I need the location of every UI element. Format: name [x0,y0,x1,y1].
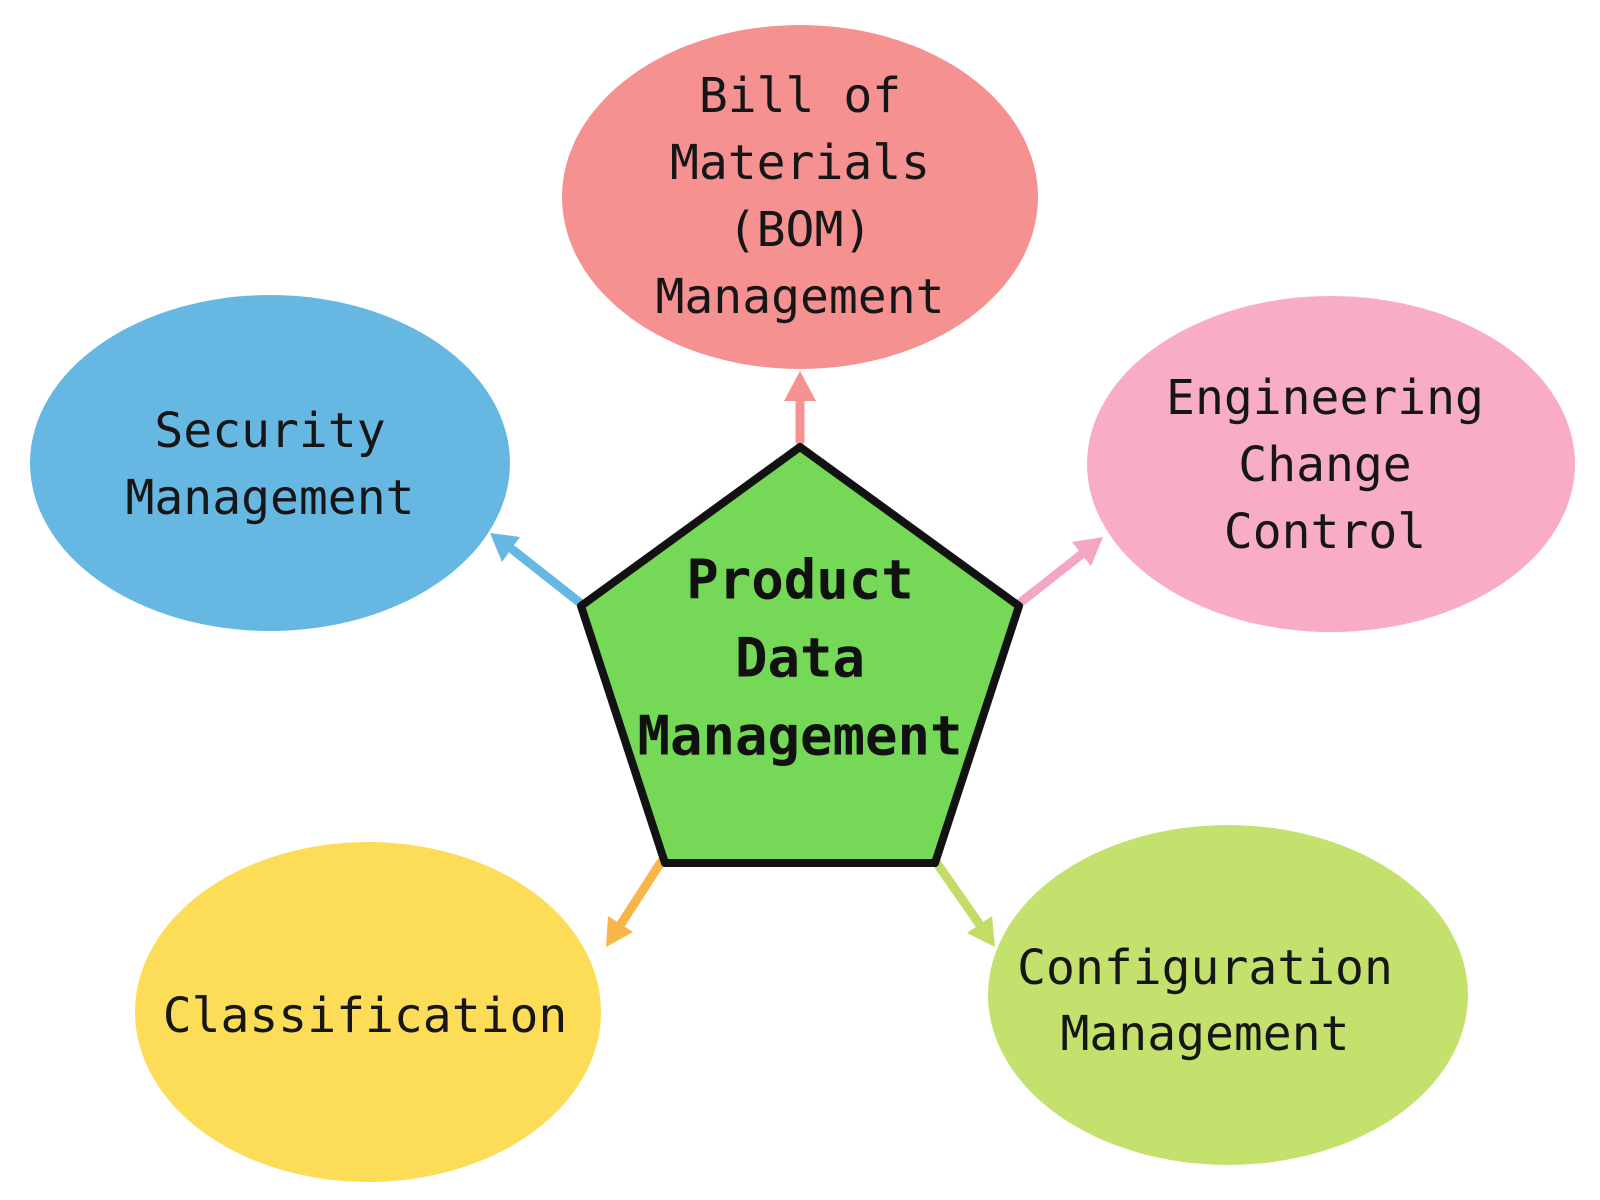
classification-ellipse [135,842,601,1182]
arrow-to-engineering-head [1072,537,1103,566]
arrow-to-engineering-shaft [1016,549,1087,607]
arrow-to-bom [784,371,816,446]
bom-label-line-1: Bill of [699,68,901,124]
arrow-to-configuration-shaft [931,857,985,930]
node-classification: Classification [135,842,601,1182]
security-ellipse [30,295,510,631]
arrow-to-security-shaft [508,545,584,607]
bom-label-line-2: Materials [670,135,930,191]
center-node-product-data-management: Product Data Management [577,443,1023,867]
arrow-to-engineering-change-control [1016,537,1103,607]
node-security-management: Security Management [30,295,510,631]
engineering-label-line-1: Engineering [1166,370,1484,426]
center-label-line-3: Management [637,705,962,768]
security-label-line-1: Security [154,403,385,459]
node-configuration-management: Configuration Management [988,825,1468,1165]
center-label-line-2: Data [735,627,865,690]
engineering-label-line-2: Change [1238,437,1411,493]
node-engineering-change-control: Engineering Change Control [1087,296,1575,632]
arrow-to-classification-shaft [616,857,666,929]
bom-label-line-4: Management [656,269,945,325]
center-pentagon [577,443,1023,867]
configuration-label-line-2: Management [1061,1006,1350,1062]
configuration-label-line-1: Configuration [1017,940,1393,996]
arrow-to-configuration-management [931,857,995,947]
engineering-ellipse [1087,296,1575,632]
arrow-to-security-management [490,533,584,607]
bom-ellipse [562,25,1038,369]
bom-label-line-3: (BOM) [728,202,873,258]
engineering-label-line-3: Control [1224,504,1426,560]
classification-label-line-1: Classification [163,988,568,1044]
node-bom-management: Bill of Materials (BOM) Management [562,25,1038,369]
center-label-line-1: Product [686,549,914,612]
arrow-to-security-head [490,533,520,562]
arrow-to-bom-head [784,371,816,401]
arrow-to-configuration-head [967,916,995,947]
security-label-line-2: Management [126,470,415,526]
arrow-to-classification [606,857,666,947]
arrow-to-classification-head [606,916,633,947]
configuration-ellipse [988,825,1468,1165]
